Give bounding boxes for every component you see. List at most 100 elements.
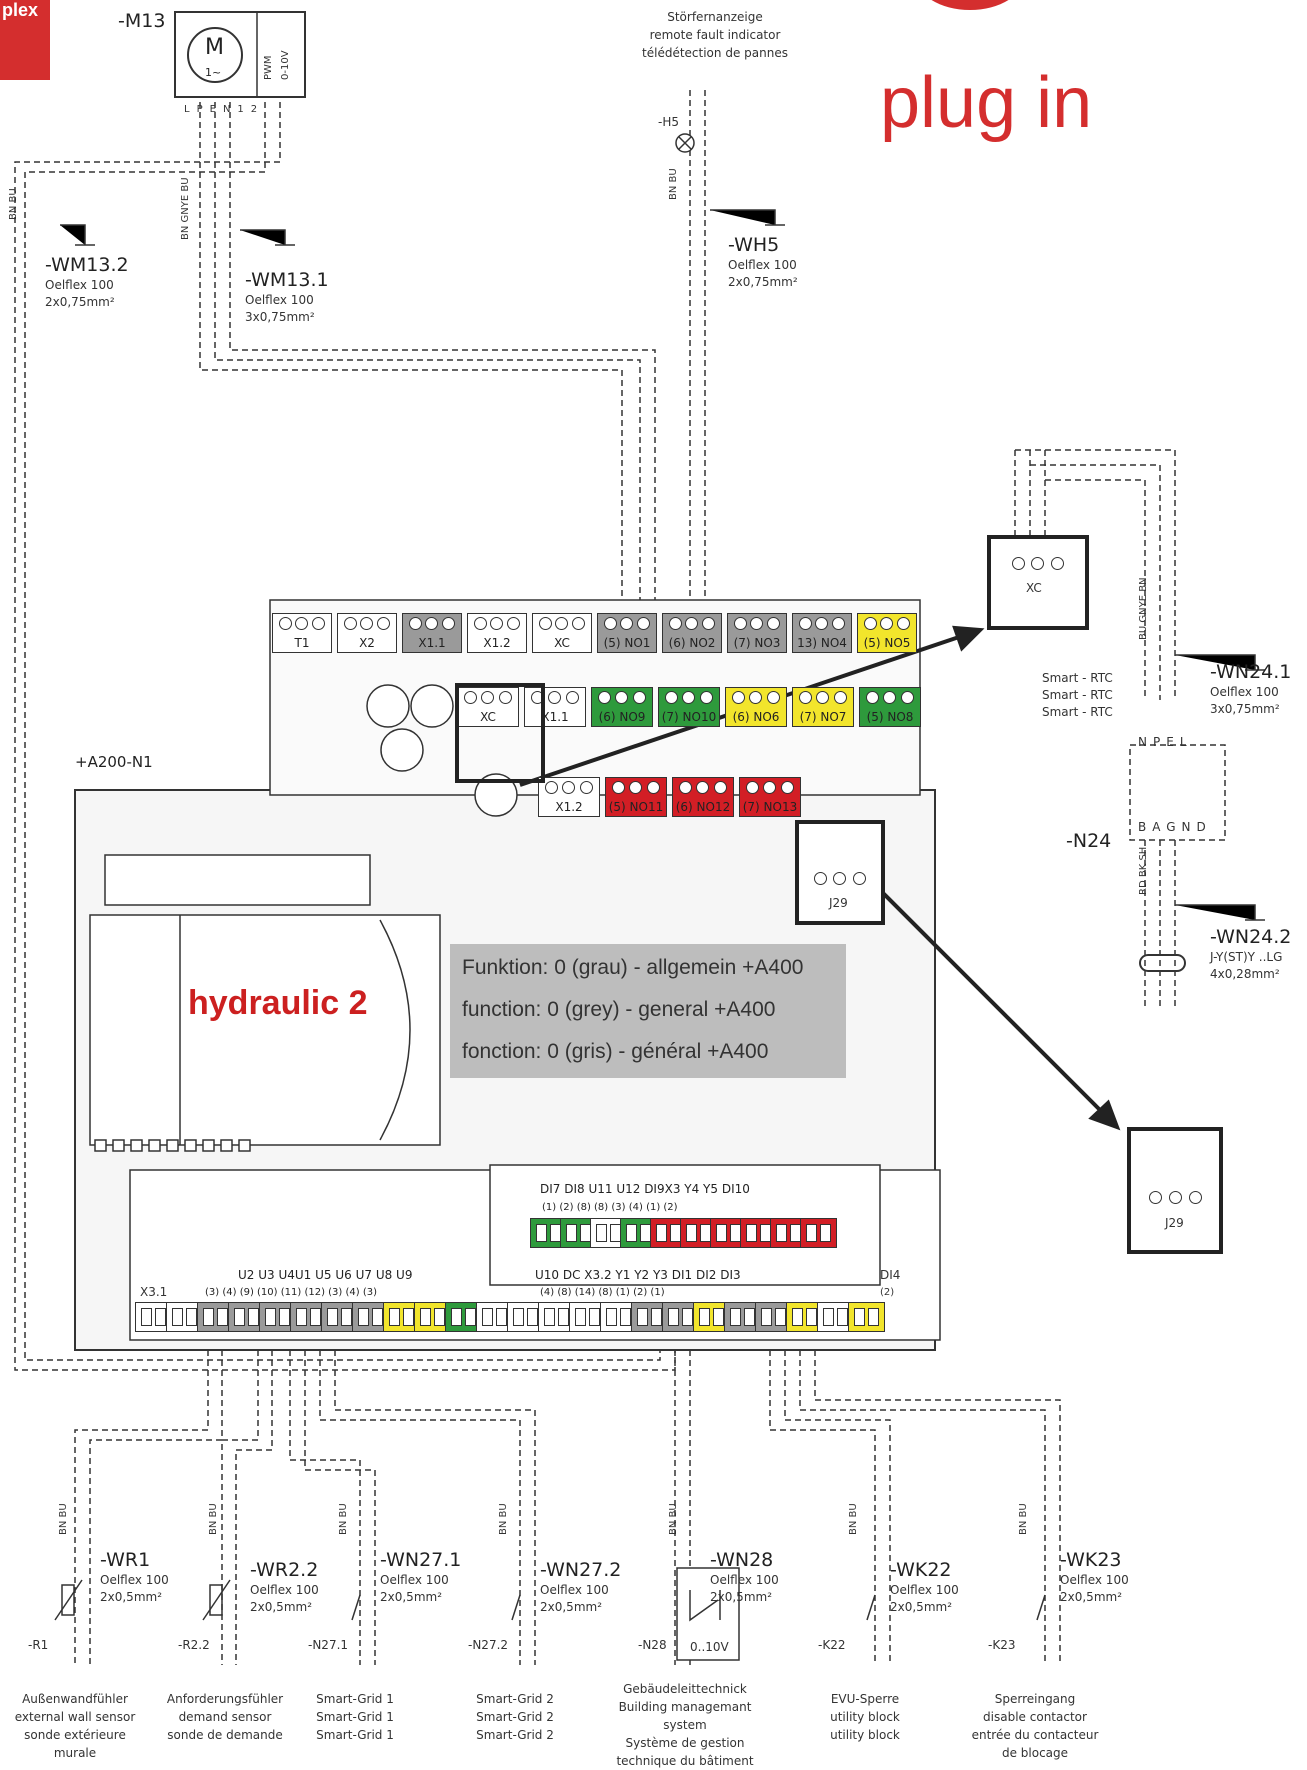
io-terminal xyxy=(786,1302,823,1332)
wm13-1-wires: BN GNYE BU xyxy=(180,177,191,240)
connector-label: 13) NO4 xyxy=(797,636,847,650)
lower-io-nums-right: (4) (8) (14) (8) (1) (2) (1) xyxy=(540,1287,665,1298)
device-tag: -R1 xyxy=(28,1638,49,1652)
io-terminal xyxy=(414,1302,451,1332)
device-tag: -N27.1 xyxy=(308,1638,349,1652)
motor-symbol: M xyxy=(205,35,224,60)
connector-label: T1 xyxy=(294,636,310,650)
connector-label: (7) NO7 xyxy=(799,710,847,724)
connector-label: (7) NO10 xyxy=(661,710,717,724)
hydraulic-label: hydraulic 2 xyxy=(188,984,368,1022)
x31-label: X3.1 xyxy=(140,1285,168,1299)
wm13-2-wires: BN BU xyxy=(8,188,19,220)
connector-t1: T1 xyxy=(272,613,332,653)
connector-label: (6) NO2 xyxy=(668,636,716,650)
connector--5-no11: (5) NO11 xyxy=(605,777,667,817)
connector-x1-1: X1.1 xyxy=(402,613,462,653)
wh5-wires: BN BU xyxy=(668,168,679,200)
brand-logo: plex xyxy=(0,0,50,80)
connector-label: (5) NO5 xyxy=(863,636,911,650)
device-tag: -K23 xyxy=(988,1638,1016,1652)
connector-label: X1.2 xyxy=(555,800,583,814)
device-tag: -N28 xyxy=(638,1638,667,1652)
connector-label: XC xyxy=(480,710,496,724)
lower-io-block xyxy=(135,1302,895,1334)
motor-terminals: LPEN12 xyxy=(184,104,265,115)
device-wires: BN BU xyxy=(498,1503,509,1535)
n24-tag: -N24 xyxy=(1066,830,1112,852)
io-terminal xyxy=(800,1218,837,1248)
connector-xc: XC xyxy=(532,613,592,653)
connector-label: (6) NO9 xyxy=(598,710,646,724)
connector--5-no5: (5) NO5 xyxy=(857,613,917,653)
info-box: Funktion: 0 (grau) - allgemein +A400 fun… xyxy=(450,944,846,1078)
io-terminal xyxy=(135,1302,172,1332)
motor-pwm-label: PWM xyxy=(263,55,274,80)
motor-range-label: 0-10V xyxy=(280,50,291,80)
bms-range-label: 0..10V xyxy=(690,1640,729,1654)
device-wires: BN BU xyxy=(1018,1503,1029,1535)
connector--7-no3: (7) NO3 xyxy=(727,613,787,653)
connector--5-no8: (5) NO8 xyxy=(859,687,921,727)
connector--6-no12: (6) NO12 xyxy=(672,777,734,817)
connector-label: (5) NO11 xyxy=(608,800,664,814)
device-wires: BN BU xyxy=(848,1503,859,1535)
controller-tag: +A200-N1 xyxy=(75,753,153,771)
io-terminal xyxy=(352,1302,389,1332)
io-terminal xyxy=(476,1302,513,1332)
device-wires: BN BU xyxy=(208,1503,219,1535)
connector-label: X1.1 xyxy=(418,636,446,650)
io-terminal xyxy=(259,1302,296,1332)
di4-label: DI4 xyxy=(880,1268,901,1282)
connector-label: (5) NO1 xyxy=(603,636,651,650)
fault-indicator-tag: -H5 xyxy=(658,115,679,129)
wn24-1-wires: BU GNYE BN xyxy=(1138,577,1149,640)
device-tag: -N27.2 xyxy=(468,1638,509,1652)
device-wires: BN BU xyxy=(58,1503,69,1535)
connector--5-no1: (5) NO1 xyxy=(597,613,657,653)
lower-io-nums-left: (3) (4) (9) (10) (11) (12) (3) (4) (3) xyxy=(205,1287,378,1298)
upper-io-block xyxy=(530,1218,837,1250)
device-wires: BN BU xyxy=(668,1503,679,1535)
connector-x1-2: X1.2 xyxy=(467,613,527,653)
upper-io-nums: (1) (2) (8) (8) (3) (4) (1) (2) xyxy=(542,1202,678,1213)
connector--6-no2: (6) NO2 xyxy=(662,613,722,653)
connector--7-no7: (7) NO7 xyxy=(792,687,854,727)
connector--7-no13: (7) NO13 xyxy=(739,777,801,817)
n24-bus-wires: RD BK SH xyxy=(1138,846,1149,895)
info-line-de: Funktion: 0 (grau) - allgemein +A400 xyxy=(462,956,804,979)
io-terminal xyxy=(290,1302,327,1332)
lower-io-names-left: U2 U3 U4U1 U5 U6 U7 U8 U9 xyxy=(238,1268,413,1282)
io-terminal xyxy=(538,1302,575,1332)
n24-bus-terminals: BAGND xyxy=(1138,820,1212,834)
info-line-fr: fonction: 0 (gris) - général +A400 xyxy=(462,1040,769,1063)
connector-xc: XC xyxy=(457,687,519,727)
connector--6-no6: (6) NO6 xyxy=(725,687,787,727)
xc-zoom-box: XC xyxy=(987,535,1089,630)
io-terminal xyxy=(848,1302,885,1332)
low-connector-row: X1.2 (5) NO11 (6) NO12(7) NO13 xyxy=(538,777,801,819)
motor-tag: -M13 xyxy=(118,10,166,32)
j29-highlight-frame: J29 xyxy=(795,820,885,925)
io-terminal xyxy=(724,1302,761,1332)
connector-label: (5) NO8 xyxy=(866,710,914,724)
di4-num: (2) xyxy=(880,1287,895,1298)
red-dot-icon xyxy=(915,0,1025,10)
connector-label: (7) NO3 xyxy=(733,636,781,650)
